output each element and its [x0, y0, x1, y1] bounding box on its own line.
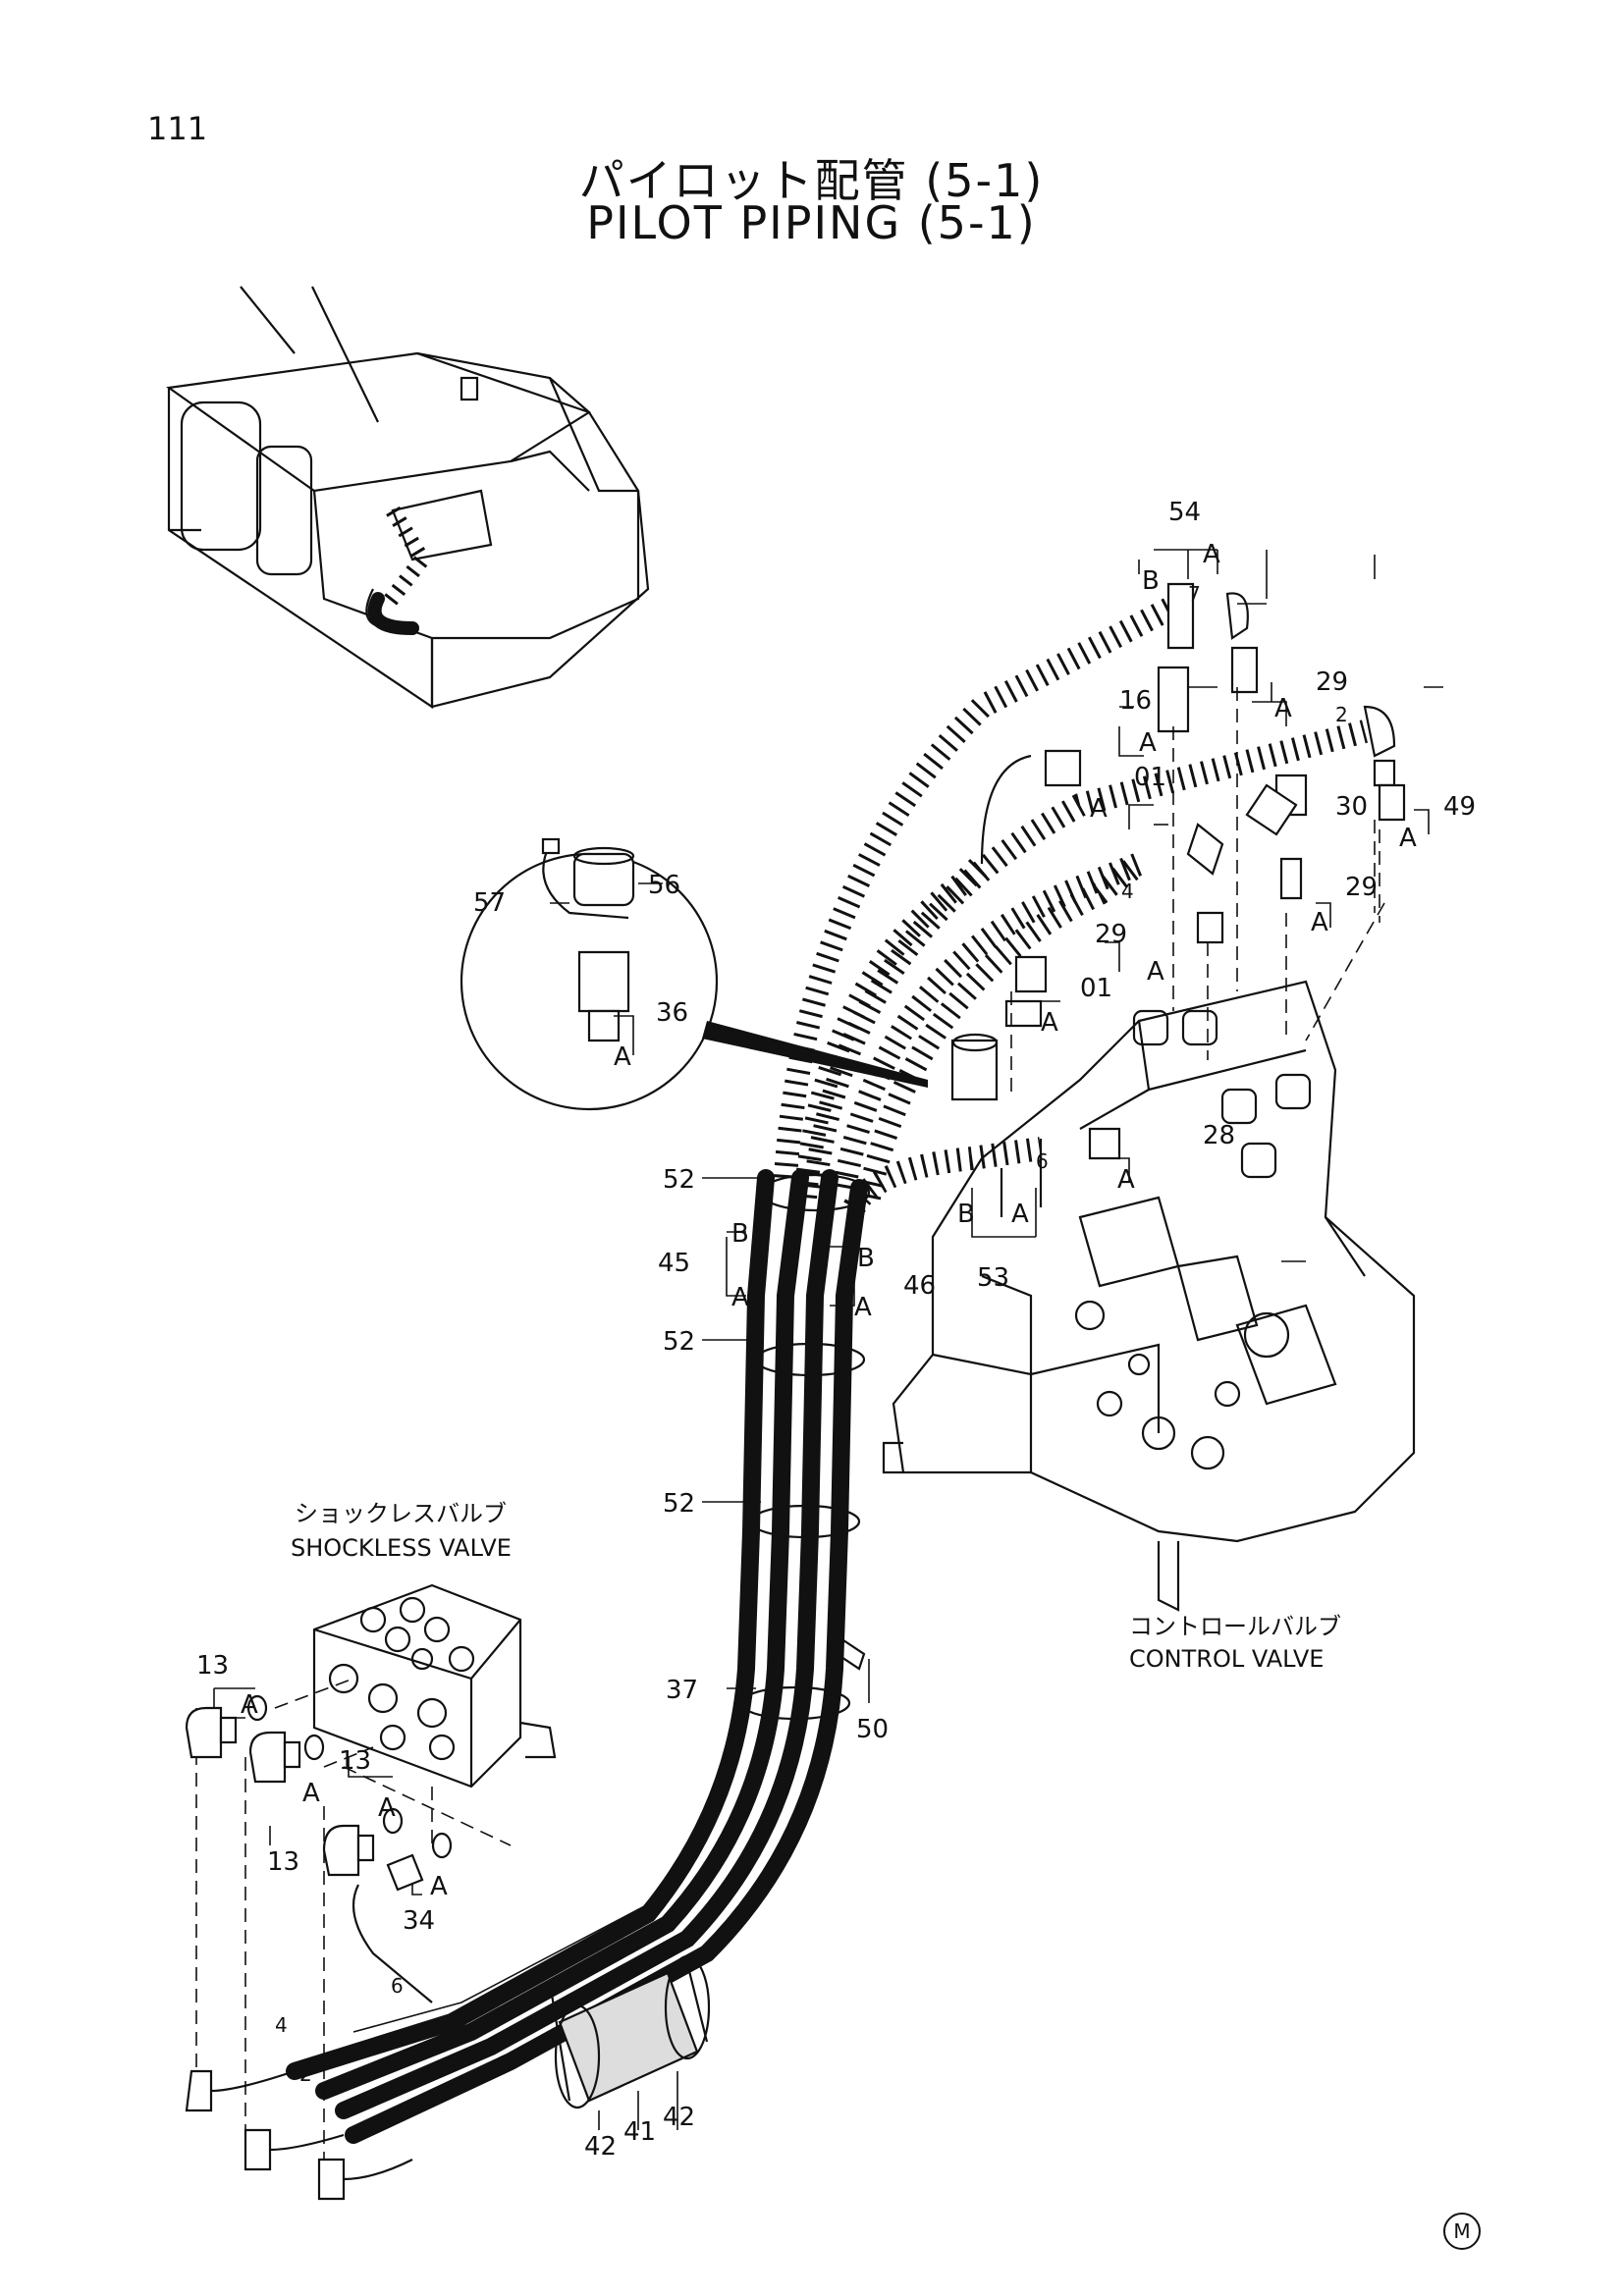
- callout-52: 52: [663, 1165, 695, 1195]
- letter-a: A: [1117, 1165, 1135, 1195]
- letter-b: B: [1142, 566, 1160, 596]
- callout-45: 45: [658, 1249, 690, 1278]
- letter-a: A: [1311, 908, 1328, 937]
- letter-a: A: [731, 1283, 749, 1312]
- letter-a: A: [1011, 1200, 1029, 1229]
- shockless-valve-block: [312, 1583, 557, 1789]
- callout-50: 50: [856, 1715, 889, 1744]
- callout-52: 52: [663, 1327, 695, 1357]
- callout-46: 46: [903, 1271, 936, 1301]
- letter-a: A: [378, 1793, 396, 1823]
- letter-b: B: [857, 1244, 875, 1273]
- letter-a: A: [241, 1690, 258, 1720]
- callout-29: 29: [1095, 920, 1127, 949]
- callout-57: 57: [473, 888, 506, 918]
- callout-30: 30: [1335, 792, 1368, 822]
- letter-a: A: [614, 1042, 631, 1072]
- detail-inset-circle: [460, 837, 928, 1111]
- callout-4: 4: [275, 2013, 288, 2037]
- callout-49: 49: [1443, 792, 1476, 822]
- letter-a: A: [1041, 1008, 1058, 1038]
- shockless-valve-caption-en: SHOCKLESS VALVE: [291, 1534, 512, 1562]
- letter-a: A: [1399, 824, 1417, 853]
- excavator-locator-sketch: [166, 286, 650, 710]
- letter-a: A: [430, 1872, 448, 1901]
- callout-16: 16: [1119, 686, 1152, 716]
- control-valve-caption-en: CONTROL VALVE: [1129, 1645, 1324, 1673]
- letter-a: A: [1139, 728, 1157, 758]
- callout-41: 41: [623, 2117, 656, 2147]
- callout-01: 01: [1080, 974, 1112, 1003]
- component-captions: ショックレスバルブ SHOCKLESS VALVE コントロールバルブ CONT…: [291, 1500, 1341, 1673]
- callout-6: 6: [1036, 1149, 1049, 1173]
- callout-36: 36: [656, 998, 688, 1028]
- callout-42: 42: [663, 2103, 695, 2132]
- shockless-valve-caption-jp: ショックレスバルブ: [295, 1500, 507, 1527]
- callout-6: 6: [391, 1974, 404, 1998]
- letter-a: A: [1090, 794, 1108, 824]
- leader-lines: [213, 549, 1443, 2130]
- letter-a: A: [1203, 540, 1220, 569]
- control-valve-caption-jp: コントロールバルブ: [1129, 1613, 1341, 1640]
- callout-54: 54: [1168, 498, 1201, 527]
- callout-52: 52: [663, 1489, 695, 1519]
- letter-b: B: [957, 1200, 975, 1229]
- callout-13: 13: [267, 1847, 299, 1877]
- page-number: 111: [147, 110, 208, 147]
- callout-7: 7: [1188, 582, 1201, 606]
- assembly-dashed-lines: [195, 687, 1385, 2160]
- callout-29: 29: [1345, 873, 1378, 902]
- letter-b: B: [731, 1219, 749, 1249]
- callout-labels: 54 A B 7 29 A 16 A 2 01 A 30 49 A 4 29 A…: [196, 498, 1476, 2162]
- callout-13: 13: [196, 1651, 229, 1681]
- callout-4: 4: [1121, 880, 1134, 903]
- callout-7: 7: [383, 2082, 396, 2106]
- control-valve-body: [882, 980, 1416, 1612]
- callout-53: 53: [977, 1263, 1009, 1293]
- pilot-hose-bundle: [185, 588, 1369, 2201]
- callout-56: 56: [648, 871, 680, 900]
- title-english: PILOT PIPING (5-1): [586, 196, 1037, 249]
- callout-34: 34: [403, 1906, 435, 1936]
- callout-2: 2: [1335, 703, 1348, 726]
- callout-13: 13: [339, 1746, 371, 1776]
- shockless-valve-fittings: [185, 1694, 453, 1892]
- maker-mark: M: [1443, 2213, 1481, 2250]
- letter-a: A: [302, 1779, 320, 1808]
- callout-29: 29: [1316, 667, 1348, 697]
- callout-37: 37: [666, 1676, 698, 1705]
- callout-28: 28: [1203, 1121, 1235, 1150]
- letter-a: A: [854, 1293, 872, 1322]
- callout-42: 42: [584, 2132, 617, 2162]
- callout-2: 2: [299, 2062, 312, 2086]
- letter-a: A: [1147, 957, 1164, 987]
- letter-a: A: [1274, 694, 1292, 723]
- title-japanese: パイロット配管 (5-1): [578, 154, 1045, 207]
- control-valve-fittings: [950, 582, 1406, 1160]
- callout-01: 01: [1134, 763, 1166, 792]
